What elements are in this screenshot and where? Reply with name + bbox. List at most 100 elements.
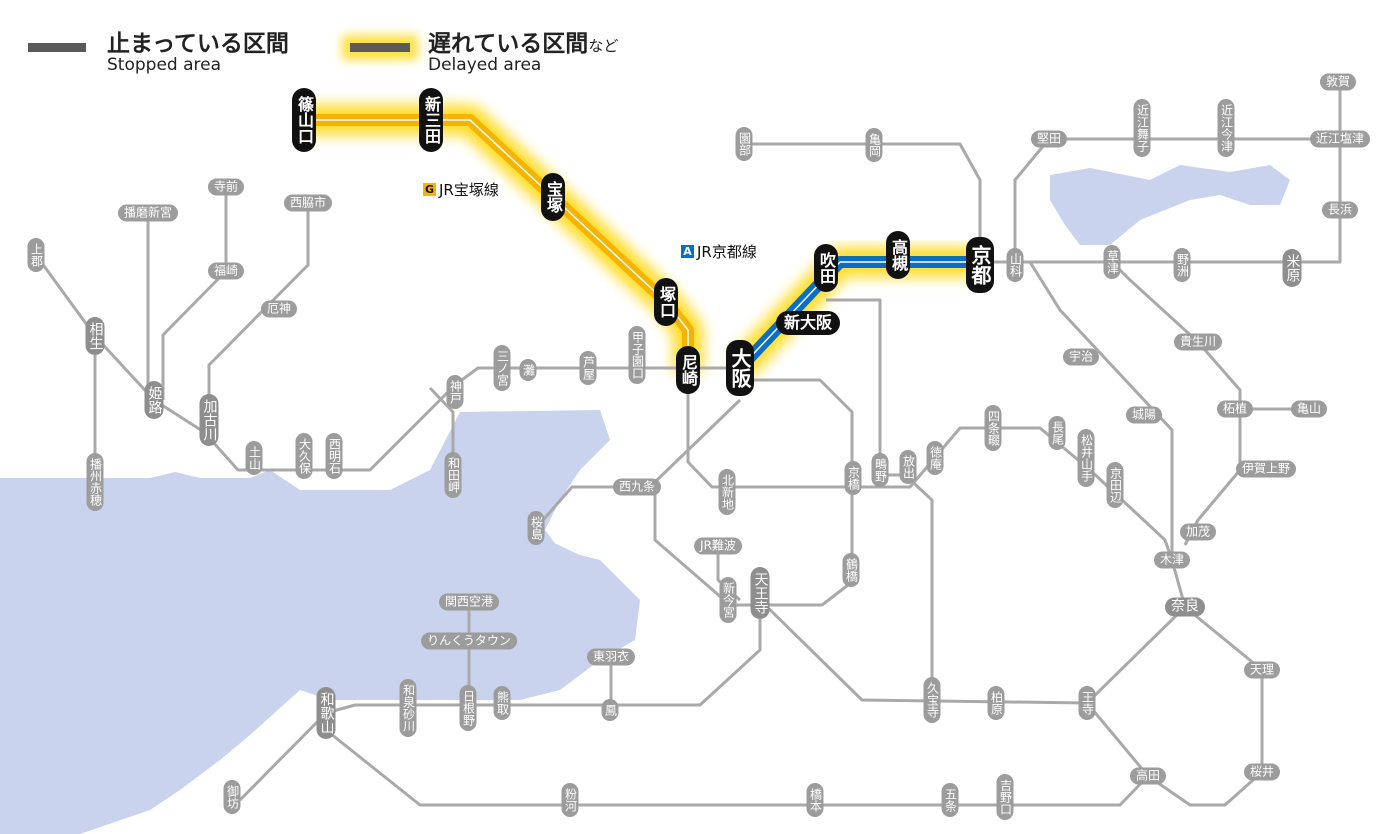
station-normal[interactable]: 播州赤穂 — [86, 453, 104, 511]
station-normal[interactable]: 三ノ宮 — [493, 345, 511, 391]
station-normal[interactable]: 灘 — [519, 359, 537, 381]
station-normal[interactable]: 天王寺 — [750, 567, 770, 619]
station-normal[interactable]: 厄神 — [260, 300, 298, 318]
station-normal[interactable]: 徳庵 — [926, 441, 944, 475]
track-line — [1110, 260, 1242, 546]
station-normal[interactable]: 敦賀 — [1319, 73, 1357, 91]
station-normal[interactable]: 米原 — [1282, 249, 1302, 287]
station-normal[interactable]: 近江舞子 — [1133, 99, 1151, 157]
station-normal[interactable]: 加古川 — [199, 394, 219, 446]
station-normal[interactable]: 福崎 — [207, 262, 245, 280]
water-area — [0, 760, 60, 834]
line-name: JR京都線 — [697, 243, 757, 261]
station-normal[interactable]: 近江今津 — [1217, 99, 1235, 157]
station-normal[interactable]: 甲子園口 — [628, 326, 646, 384]
station-affected[interactable]: 塚口 — [654, 278, 678, 326]
station-normal[interactable]: 亀岡 — [865, 128, 883, 162]
station-normal[interactable]: 粉河 — [561, 783, 579, 817]
station-normal[interactable]: 御坊 — [223, 780, 241, 814]
station-normal[interactable]: 宇治 — [1062, 348, 1100, 366]
station-affected[interactable]: 尼崎 — [676, 346, 700, 394]
station-normal[interactable]: 芦屋 — [579, 351, 597, 385]
station-normal[interactable]: 西明石 — [325, 433, 343, 479]
station-normal[interactable]: 神戸 — [446, 375, 464, 409]
station-normal[interactable]: 山科 — [1006, 248, 1024, 282]
station-normal[interactable]: 上郡 — [27, 238, 45, 272]
station-normal[interactable]: 長浜 — [1321, 201, 1359, 219]
station-normal[interactable]: 寺前 — [207, 178, 245, 196]
station-normal[interactable]: 新今宮 — [719, 577, 737, 623]
station-normal[interactable]: 鳳 — [601, 699, 619, 721]
station-normal[interactable]: 天理 — [1243, 661, 1281, 679]
station-normal[interactable]: 伊賀上野 — [1235, 460, 1297, 478]
station-normal[interactable]: 加茂 — [1179, 523, 1217, 541]
station-normal[interactable]: 放出 — [899, 450, 917, 484]
station-normal[interactable]: 木津 — [1153, 551, 1191, 569]
station-normal[interactable]: 久宝寺 — [923, 677, 941, 723]
station-normal[interactable]: JR難波 — [694, 537, 742, 555]
station-normal[interactable]: 和田岬 — [444, 452, 462, 498]
station-affected[interactable]: 新三田 — [419, 88, 443, 152]
station-affected[interactable]: 大阪 — [726, 340, 754, 396]
station-normal[interactable]: 王寺 — [1078, 686, 1096, 720]
station-normal[interactable]: 近江塩津 — [1309, 130, 1371, 148]
station-normal[interactable]: 五条 — [941, 783, 959, 817]
station-normal[interactable]: 日根野 — [459, 685, 477, 731]
station-normal[interactable]: 亀山 — [1290, 400, 1328, 418]
station-normal[interactable]: 関西空港 — [438, 593, 500, 611]
station-normal[interactable]: 草津 — [1103, 245, 1121, 279]
station-normal[interactable]: 堅田 — [1030, 130, 1068, 148]
track-line — [853, 426, 1174, 561]
station-normal[interactable]: 城陽 — [1125, 406, 1163, 424]
station-normal[interactable]: 京田辺 — [1106, 462, 1124, 508]
station-normal[interactable]: 桜島 — [527, 511, 545, 545]
line-label-kyoto[interactable]: A JR京都線 — [678, 240, 760, 263]
station-normal[interactable]: 橋本 — [806, 783, 824, 817]
line-label-takarazuka[interactable]: G JR宝塚線 — [420, 178, 502, 201]
station-normal[interactable]: 和歌山 — [316, 687, 336, 739]
station-normal[interactable]: 鶴橋 — [842, 553, 860, 587]
delayed-legend-swatch — [350, 43, 410, 52]
station-normal[interactable]: 柘植 — [1216, 400, 1254, 418]
station-affected[interactable]: 新大阪 — [775, 311, 841, 335]
station-normal[interactable]: 奈良 — [1165, 597, 1205, 617]
track-line — [653, 378, 854, 607]
station-normal[interactable]: 西九条 — [612, 478, 662, 496]
station-normal[interactable]: 西脇市 — [283, 194, 333, 212]
station-affected[interactable]: 篠山口 — [292, 88, 316, 152]
station-affected[interactable]: 吹田 — [814, 244, 838, 292]
station-normal[interactable]: 長尾 — [1048, 416, 1066, 450]
station-normal[interactable]: 京橋 — [844, 461, 862, 495]
station-normal[interactable]: 土山 — [245, 441, 263, 475]
station-affected[interactable]: 高槻 — [886, 231, 910, 279]
station-normal[interactable]: 貴生川 — [1173, 333, 1223, 351]
station-affected[interactable]: 宝塚 — [541, 173, 565, 221]
station-normal[interactable]: 柏原 — [987, 686, 1005, 720]
station-normal[interactable]: 東羽衣 — [586, 648, 636, 666]
track-line — [744, 142, 982, 250]
track-line — [161, 187, 228, 400]
station-normal[interactable]: 松井山手 — [1077, 429, 1095, 487]
station-normal[interactable]: 姫路 — [144, 381, 164, 419]
tracks-layer — [34, 82, 1342, 807]
station-normal[interactable]: 四条畷 — [984, 405, 1002, 451]
station-affected[interactable]: 京都 — [966, 237, 994, 293]
station-normal[interactable]: 和泉砂川 — [399, 679, 417, 737]
station-normal[interactable]: 播磨新宮 — [117, 204, 179, 222]
delayed-legend-text: 遅れている区間 — [428, 31, 589, 57]
station-normal[interactable]: 北新地 — [718, 469, 736, 515]
line-badge-a: A — [681, 245, 694, 258]
station-normal[interactable]: 大久保 — [295, 433, 313, 479]
track-line — [1013, 137, 1340, 262]
station-normal[interactable]: 桜井 — [1243, 763, 1281, 781]
station-normal[interactable]: 相生 — [85, 317, 105, 355]
station-normal[interactable]: 園部 — [735, 127, 753, 161]
station-normal[interactable]: 吉野口 — [996, 774, 1014, 820]
station-normal[interactable]: りんくうタウン — [421, 632, 517, 650]
station-normal[interactable]: 鴫野 — [871, 453, 889, 487]
station-normal[interactable]: 野洲 — [1173, 248, 1191, 282]
station-normal[interactable]: 熊取 — [493, 686, 511, 720]
delayed-legend-label-en: Delayed area — [428, 55, 542, 75]
station-normal[interactable]: 高田 — [1129, 767, 1167, 785]
